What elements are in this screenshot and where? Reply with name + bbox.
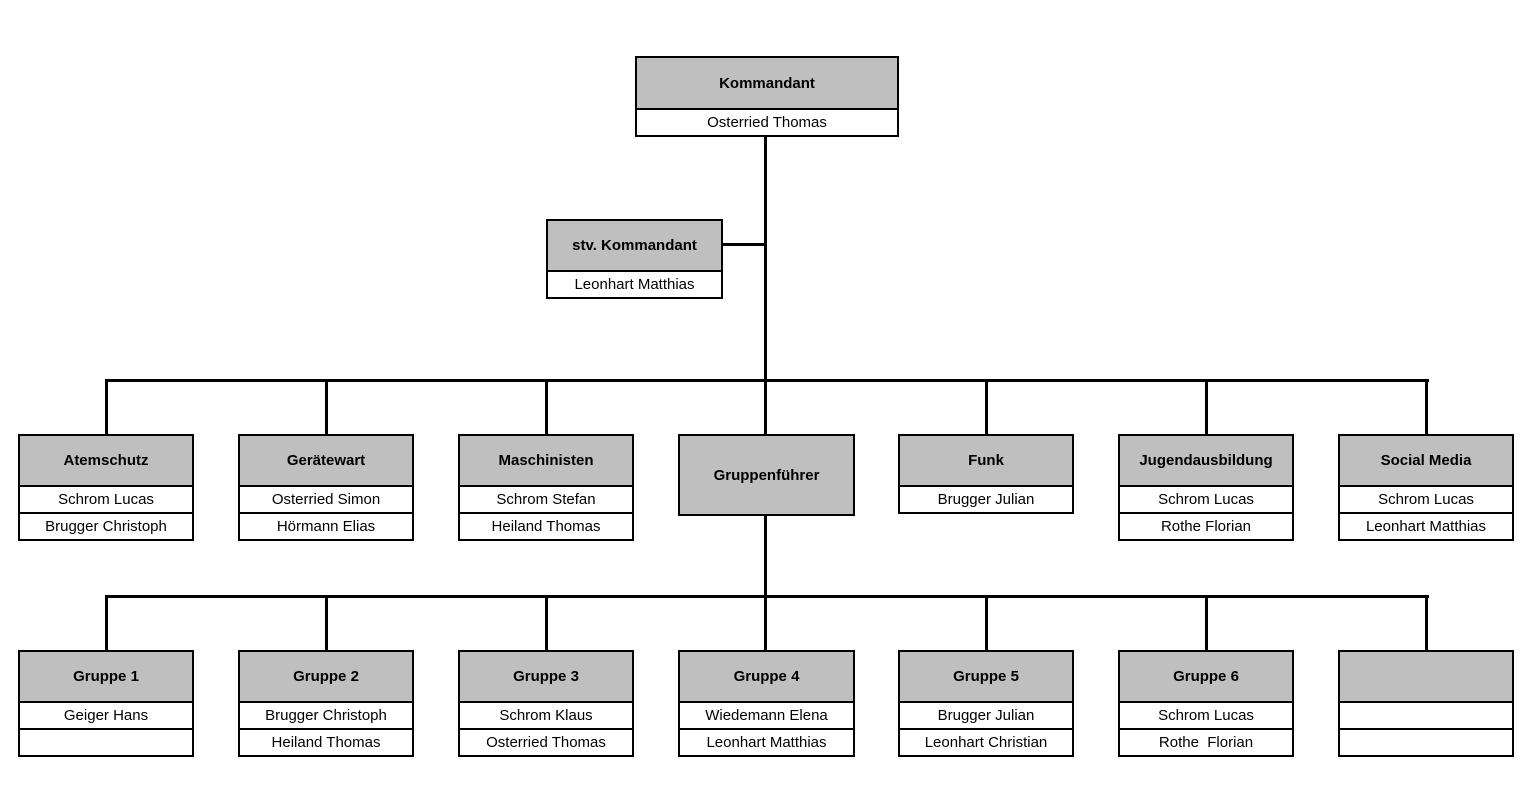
member-name: Brugger Christoph bbox=[238, 703, 414, 730]
connector-stub-level3 bbox=[764, 379, 767, 434]
org-box-atemschutz: Atemschutz Schrom Lucas Brugger Christop… bbox=[18, 434, 194, 541]
connector-stub-level4 bbox=[764, 595, 767, 650]
box-title: Jugendausbildung bbox=[1118, 434, 1294, 487]
org-box-jugendausbildung: Jugendausbildung Schrom Lucas Rothe Flor… bbox=[1118, 434, 1294, 541]
member-name: Leonhart Christian bbox=[898, 730, 1074, 757]
member-name: Heiland Thomas bbox=[458, 514, 634, 541]
member-name: Geiger Hans bbox=[18, 703, 194, 730]
org-box-gruppe-1: Gruppe 1 Geiger Hans bbox=[18, 650, 194, 757]
box-title: Gerätewart bbox=[238, 434, 414, 487]
member-name: Osterried Thomas bbox=[635, 110, 899, 137]
org-box-maschinisten: Maschinisten Schrom Stefan Heiland Thoma… bbox=[458, 434, 634, 541]
box-title: Social Media bbox=[1338, 434, 1514, 487]
member-name: Schrom Lucas bbox=[1118, 703, 1294, 730]
member-name: Brugger Julian bbox=[898, 487, 1074, 514]
org-box-gruppe-6: Gruppe 6 Schrom Lucas Rothe Florian bbox=[1118, 650, 1294, 757]
member-name: Brugger Christoph bbox=[18, 514, 194, 541]
member-name: Leonhart Matthias bbox=[546, 272, 723, 299]
org-box-empty bbox=[1338, 650, 1514, 757]
member-name bbox=[1338, 730, 1514, 757]
box-title: Atemschutz bbox=[18, 434, 194, 487]
member-name: Schrom Stefan bbox=[458, 487, 634, 514]
member-name: Schrom Lucas bbox=[18, 487, 194, 514]
box-title: Gruppe 6 bbox=[1118, 650, 1294, 703]
box-title: Gruppe 1 bbox=[18, 650, 194, 703]
connector-stub-level3 bbox=[1205, 379, 1208, 434]
connector-stub-level4 bbox=[1205, 595, 1208, 650]
connector-bus-level4 bbox=[105, 595, 1429, 598]
box-title: Kommandant bbox=[635, 56, 899, 110]
connector-deputy bbox=[721, 243, 766, 246]
org-box-kommandant: Kommandant Osterried Thomas bbox=[635, 56, 899, 137]
member-name bbox=[1338, 703, 1514, 730]
member-name: Rothe Florian bbox=[1118, 730, 1294, 757]
connector-stub-level4 bbox=[105, 595, 108, 650]
org-box-gruppenfuehrer: Gruppenführer bbox=[678, 434, 855, 516]
org-box-funk: Funk Brugger Julian bbox=[898, 434, 1074, 514]
member-name: Wiedemann Elena bbox=[678, 703, 855, 730]
connector-stub-level3 bbox=[1425, 379, 1428, 434]
org-box-social-media: Social Media Schrom Lucas Leonhart Matth… bbox=[1338, 434, 1514, 541]
org-box-stv-kommandant: stv. Kommandant Leonhart Matthias bbox=[546, 219, 723, 299]
box-title: Gruppe 2 bbox=[238, 650, 414, 703]
box-title bbox=[1338, 650, 1514, 703]
connector-trunk-mid bbox=[764, 514, 767, 598]
connector-stub-level4 bbox=[985, 595, 988, 650]
org-box-gruppe-2: Gruppe 2 Brugger Christoph Heiland Thoma… bbox=[238, 650, 414, 757]
box-title: stv. Kommandant bbox=[546, 219, 723, 272]
connector-stub-level4 bbox=[545, 595, 548, 650]
box-title: Gruppe 4 bbox=[678, 650, 855, 703]
connector-stub-level3 bbox=[105, 379, 108, 434]
member-name: Rothe Florian bbox=[1118, 514, 1294, 541]
org-box-gruppe-4: Gruppe 4 Wiedemann Elena Leonhart Matthi… bbox=[678, 650, 855, 757]
member-name: Heiland Thomas bbox=[238, 730, 414, 757]
member-name: Osterried Thomas bbox=[458, 730, 634, 757]
member-name: Schrom Klaus bbox=[458, 703, 634, 730]
member-name: Leonhart Matthias bbox=[678, 730, 855, 757]
connector-stub-level3 bbox=[985, 379, 988, 434]
member-name: Schrom Lucas bbox=[1118, 487, 1294, 514]
box-title: Gruppe 5 bbox=[898, 650, 1074, 703]
connector-stub-level3 bbox=[545, 379, 548, 434]
org-box-gruppe-3: Gruppe 3 Schrom Klaus Osterried Thomas bbox=[458, 650, 634, 757]
org-box-gruppe-5: Gruppe 5 Brugger Julian Leonhart Christi… bbox=[898, 650, 1074, 757]
connector-bus-level3 bbox=[105, 379, 1429, 382]
member-name: Leonhart Matthias bbox=[1338, 514, 1514, 541]
connector-stub-level3 bbox=[325, 379, 328, 434]
box-title: Funk bbox=[898, 434, 1074, 487]
member-name bbox=[18, 730, 194, 757]
box-title: Gruppenführer bbox=[678, 434, 855, 516]
connector-stub-level4 bbox=[1425, 595, 1428, 650]
member-name: Schrom Lucas bbox=[1338, 487, 1514, 514]
member-name: Hörmann Elias bbox=[238, 514, 414, 541]
org-box-geraetewart: Gerätewart Osterried Simon Hörmann Elias bbox=[238, 434, 414, 541]
connector-trunk-top bbox=[764, 137, 767, 382]
box-title: Gruppe 3 bbox=[458, 650, 634, 703]
box-title: Maschinisten bbox=[458, 434, 634, 487]
member-name: Brugger Julian bbox=[898, 703, 1074, 730]
member-name: Osterried Simon bbox=[238, 487, 414, 514]
connector-stub-level4 bbox=[325, 595, 328, 650]
